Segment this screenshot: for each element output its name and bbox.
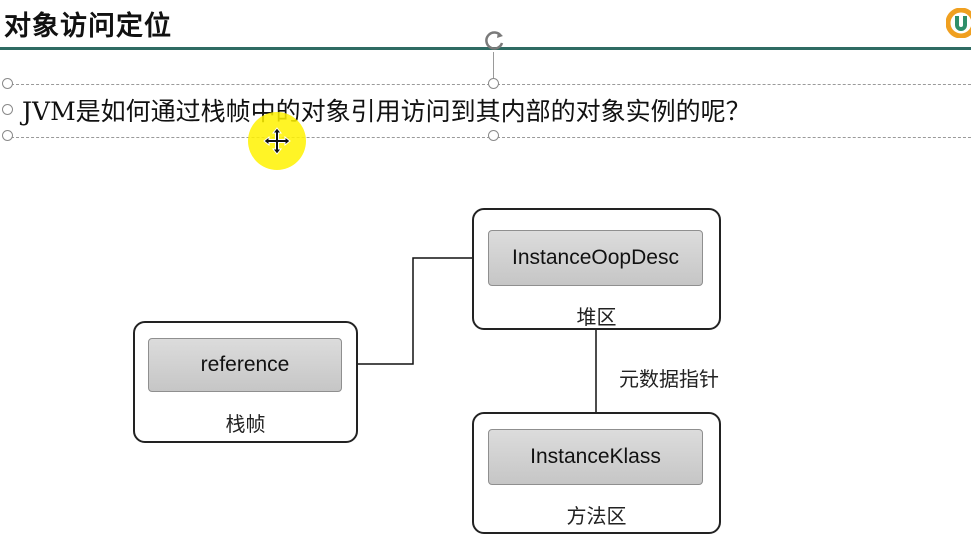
stack-frame-label: 栈帧	[225, 412, 266, 436]
question-text[interactable]: JVM是如何通过栈帧中的对象引用访问到其内部的对象实例的呢？	[22, 97, 751, 126]
instance-klass-box: InstanceKlass	[488, 429, 703, 485]
instance-oop-desc-box: InstanceOopDesc	[488, 230, 703, 286]
move-cursor-icon	[263, 127, 291, 155]
method-area-label: 方法区	[566, 504, 627, 528]
resize-handle-bottom-left[interactable]	[2, 130, 13, 141]
resize-handle-top-left[interactable]	[2, 78, 13, 89]
heap-label: 堆区	[576, 305, 617, 329]
resize-handle-middle-left[interactable]	[2, 104, 13, 115]
reference-box: reference	[148, 338, 342, 392]
logo-icon	[946, 8, 971, 38]
stack-frame-box: reference 栈帧	[133, 321, 358, 443]
title-divider	[0, 47, 971, 50]
metadata-pointer-label: 元数据指针	[619, 367, 719, 391]
resize-handle-bottom-middle[interactable]	[488, 130, 499, 141]
reference-to-heap-arrow	[340, 252, 486, 365]
slide-title: 对象访问定位	[4, 11, 172, 42]
rotate-handle-icon[interactable]	[481, 28, 507, 54]
resize-handle-top-middle[interactable]	[488, 78, 499, 89]
heap-box: InstanceOopDesc 堆区	[472, 208, 721, 330]
method-area-box: InstanceKlass 方法区	[472, 412, 721, 534]
rotate-handle-line	[493, 52, 494, 82]
